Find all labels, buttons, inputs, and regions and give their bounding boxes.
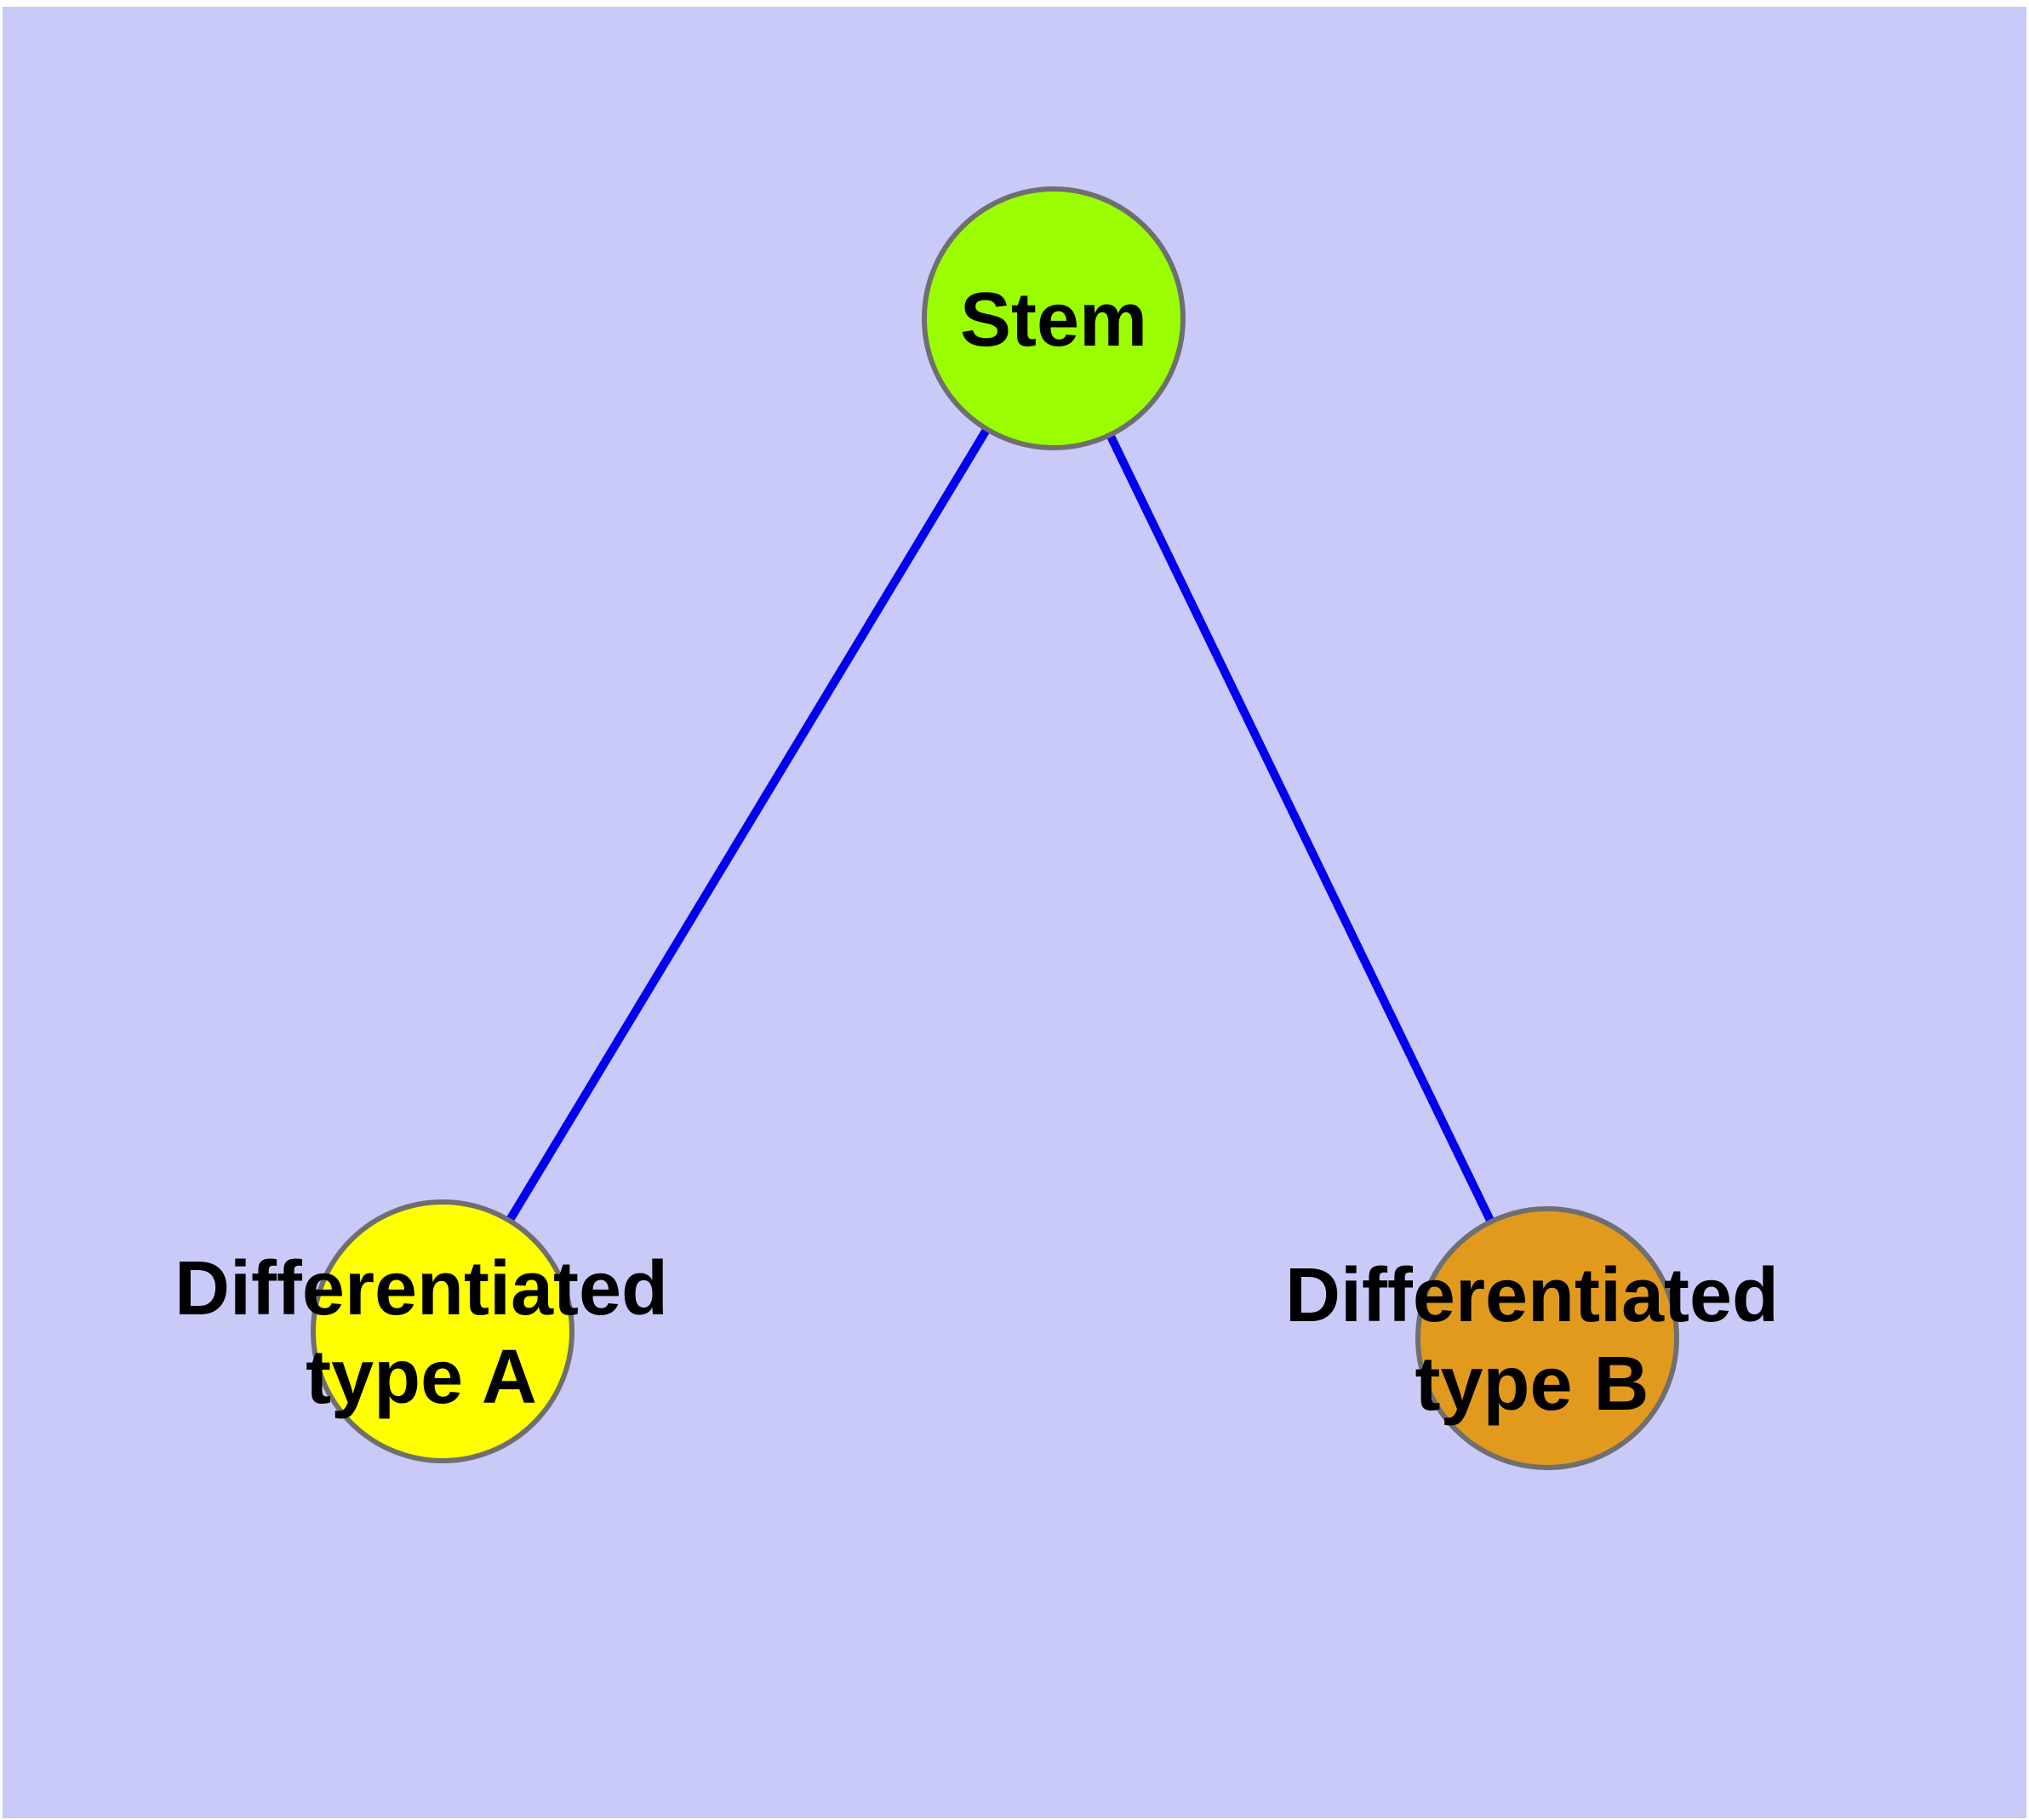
edge-stem-to-type-b [1049, 316, 1552, 1341]
node-differentiated-type-b [1415, 1206, 1679, 1470]
node-type-a-label-line2: type A [306, 1335, 537, 1420]
node-differentiated-type-a [311, 1199, 574, 1463]
edge-stem-to-type-a [438, 316, 1058, 1334]
node-stem-label: Stem [960, 278, 1147, 363]
node-type-b-label-line1: Differentiated [1285, 1253, 1779, 1338]
node-stem [922, 186, 1186, 450]
node-type-a-label-line1: Differentiated [174, 1246, 668, 1331]
node-type-b-label-line2: type B [1415, 1342, 1649, 1427]
